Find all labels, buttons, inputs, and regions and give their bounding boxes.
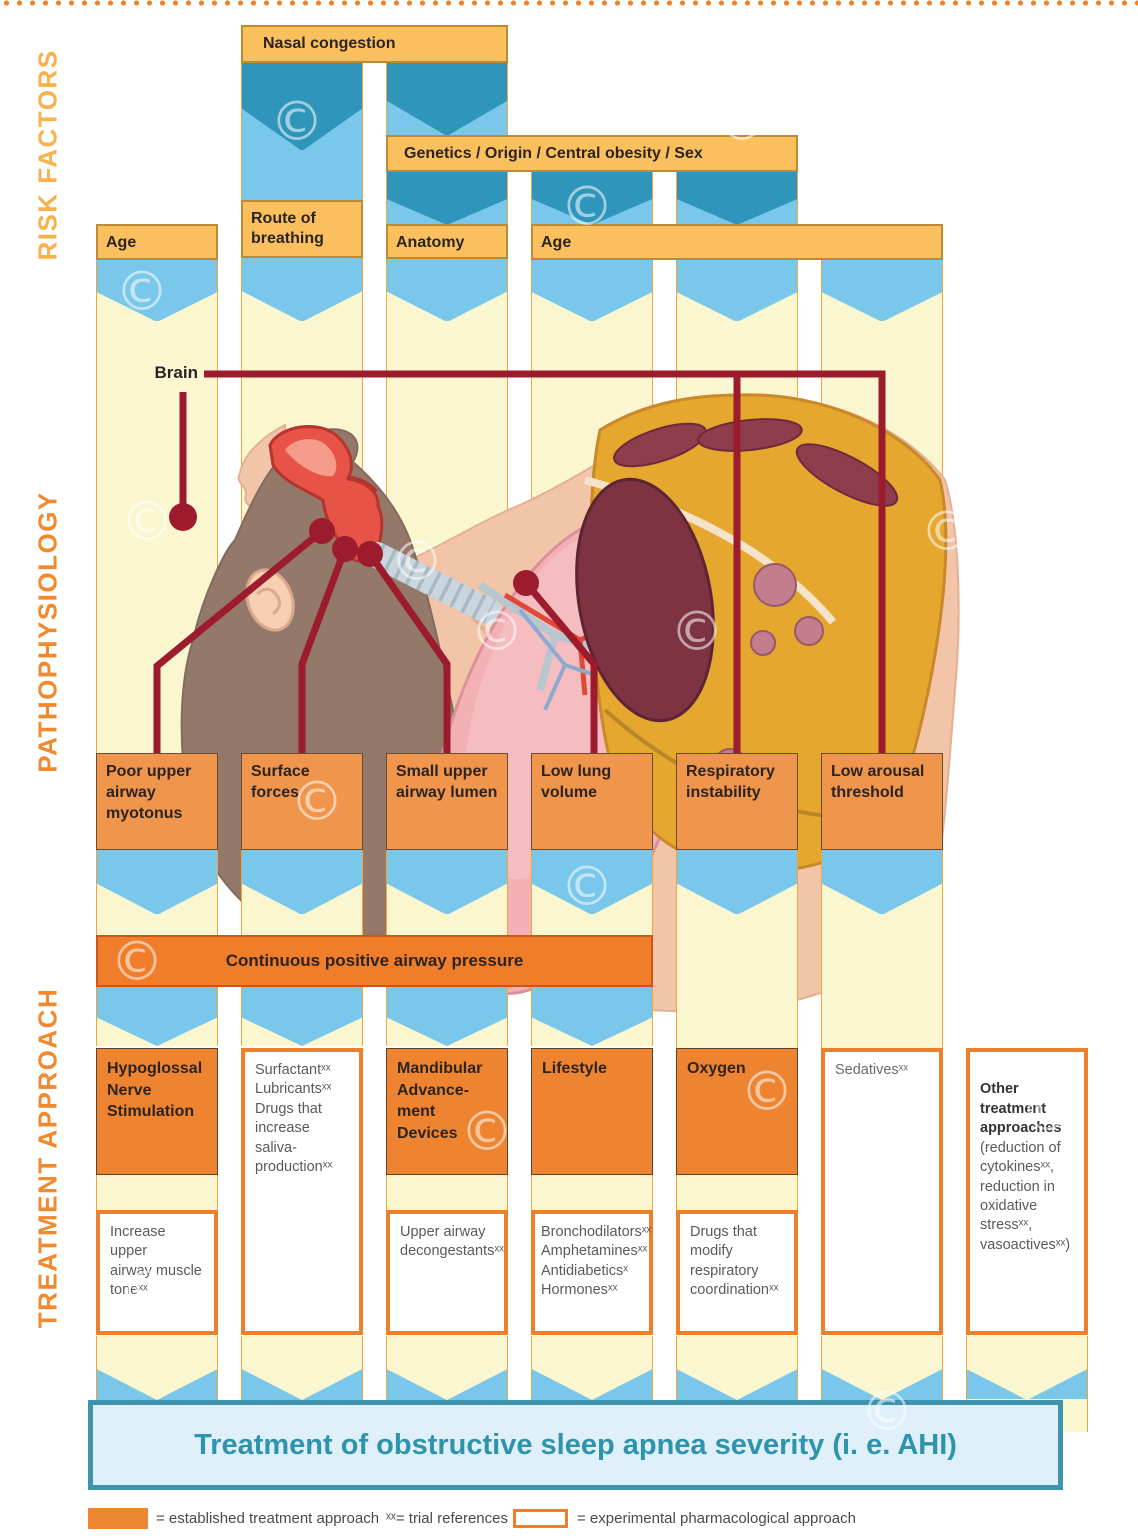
risk-box-anatomy: Anatomy (386, 224, 508, 259)
patho-box-respiratory-instability: Respiratory instability (676, 753, 798, 850)
col1-arrow-top (96, 260, 218, 322)
col3-arrow-bottom (386, 1336, 508, 1400)
col5-stream-mid (676, 914, 798, 1048)
col4-arrow-bottom (531, 1336, 653, 1400)
dotted-separator-patho-treatment (0, 0, 1138, 6)
col4-stream-mid (531, 914, 653, 937)
patho-box-myotonus: Poor upper airway myotonus (96, 753, 218, 850)
treatment-box-decongestants: Upper airway decongestantsˣˣ (386, 1210, 508, 1335)
legend-trial-label: ˣˣ= trial references (386, 1510, 508, 1527)
col6-arrow-top (821, 260, 943, 322)
treatment-box-bronchodilators: Bronchodilatorsˣˣ Amphetaminesˣˣ Antidia… (531, 1210, 653, 1335)
other-approaches-body: (reduction of cytokinesˣˣ, reduction in … (980, 1139, 1071, 1253)
col2-arrow-patho (241, 850, 363, 915)
outcome-bar: Treatment of obstructive sleep apnea sev… (88, 1400, 1063, 1490)
col2-stream-mid (241, 914, 363, 937)
col6-stream-mid (821, 914, 943, 1048)
treatment-box-muscle-tone: Increase upper airway muscle toneˣˣ (96, 1210, 218, 1335)
col5-arrow-genetics (676, 171, 798, 225)
risk-box-route-of-breathing: Route of breathing (241, 200, 363, 258)
treatment-box-mandibular: Mandibular Advance- ment Devices (386, 1048, 508, 1175)
risk-factors-side-label: RISK FACTORS (32, 49, 63, 261)
risk-box-nasal-congestion: Nasal congestion (241, 25, 508, 63)
legend-experimental-swatch (513, 1509, 568, 1528)
patho-box-airway-lumen: Small upper airway lumen (386, 753, 508, 850)
col3-arrow-genetics (386, 171, 508, 225)
treatment-side-label: TREATMENT APPROACH (32, 987, 63, 1329)
col4-arrow-cpap (531, 987, 653, 1046)
col1-arrow-bottom (96, 1336, 218, 1400)
col1-arrow-patho (96, 850, 218, 915)
col5-stream-gap (676, 1175, 798, 1210)
col3-arrow-top (386, 259, 508, 322)
treatment-box-sedatives: Sedativesˣˣ (821, 1048, 943, 1335)
col7-arrow-bottom (966, 1336, 1088, 1400)
col4-arrow-top (531, 260, 653, 322)
treatment-box-respiratory-drugs: Drugs that modify respiratory coordinati… (676, 1210, 798, 1335)
col3-arrow-cpap (386, 987, 508, 1046)
treatment-box-hypoglossal: Hypoglossal Nerve Stimulation (96, 1048, 218, 1175)
col2-arrow-cpap (241, 987, 363, 1046)
pathophysiology-side-label: PATHOPHYSIOLOGY (32, 491, 63, 773)
col6-arrow-bottom (821, 1336, 943, 1400)
col3-arrow-nasal (386, 63, 508, 136)
col2-arrow-bottom (241, 1336, 363, 1400)
legend-established-label: = established treatment approach (156, 1510, 380, 1527)
col1-stream-gap (96, 1175, 218, 1210)
col5-arrow-top (676, 260, 798, 322)
col2-arrow-top (241, 258, 363, 322)
col1-arrow-cpap (96, 987, 218, 1046)
col6-arrow-patho (821, 850, 943, 915)
treatment-box-lifestyle: Lifestyle (531, 1048, 653, 1175)
risk-box-age-2: Age (531, 224, 943, 260)
risk-box-genetics: Genetics / Origin / Central obesity / Se… (386, 135, 798, 172)
outcome-bar-label: Treatment of obstructive sleep apnea sev… (194, 1428, 957, 1461)
col4-arrow-genetics (531, 171, 653, 225)
col2-blue-stem (241, 150, 363, 202)
risk-box-age-1: Age (96, 224, 218, 260)
col3-stream-gap (386, 1175, 508, 1210)
legend-established-swatch (88, 1508, 148, 1529)
patho-box-surface-forces: Surface forces (241, 753, 363, 850)
col1-stream-mid (96, 914, 218, 937)
col4-stream-gap (531, 1175, 653, 1210)
patho-box-arousal-threshold: Low arousal threshold (821, 753, 943, 850)
treatment-box-other-approaches: Other treatment approaches (reduction of… (966, 1048, 1088, 1335)
col3-stream-mid (386, 914, 508, 937)
treatment-box-surfactant: Surfactantˣˣ Lubricantsˣˣ Drugs that inc… (241, 1048, 363, 1335)
cpap-bar: Continuous positive airway pressure (96, 935, 653, 987)
brain-label: Brain (154, 363, 198, 382)
treatment-box-oxygen: Oxygen (676, 1048, 798, 1175)
cpap-label: Continuous positive airway pressure (225, 951, 524, 970)
other-approaches-title: Other treatment approaches (980, 1081, 1062, 1137)
col3-arrow-patho (386, 850, 508, 915)
col4-arrow-patho (531, 850, 653, 915)
legend-experimental-label: = experimental pharmacological approach (577, 1510, 856, 1527)
patho-box-lung-volume: Low lung volume (531, 753, 653, 850)
col2-arrow-nasal (241, 63, 363, 151)
col5-arrow-patho (676, 850, 798, 915)
col5-arrow-bottom (676, 1336, 798, 1400)
